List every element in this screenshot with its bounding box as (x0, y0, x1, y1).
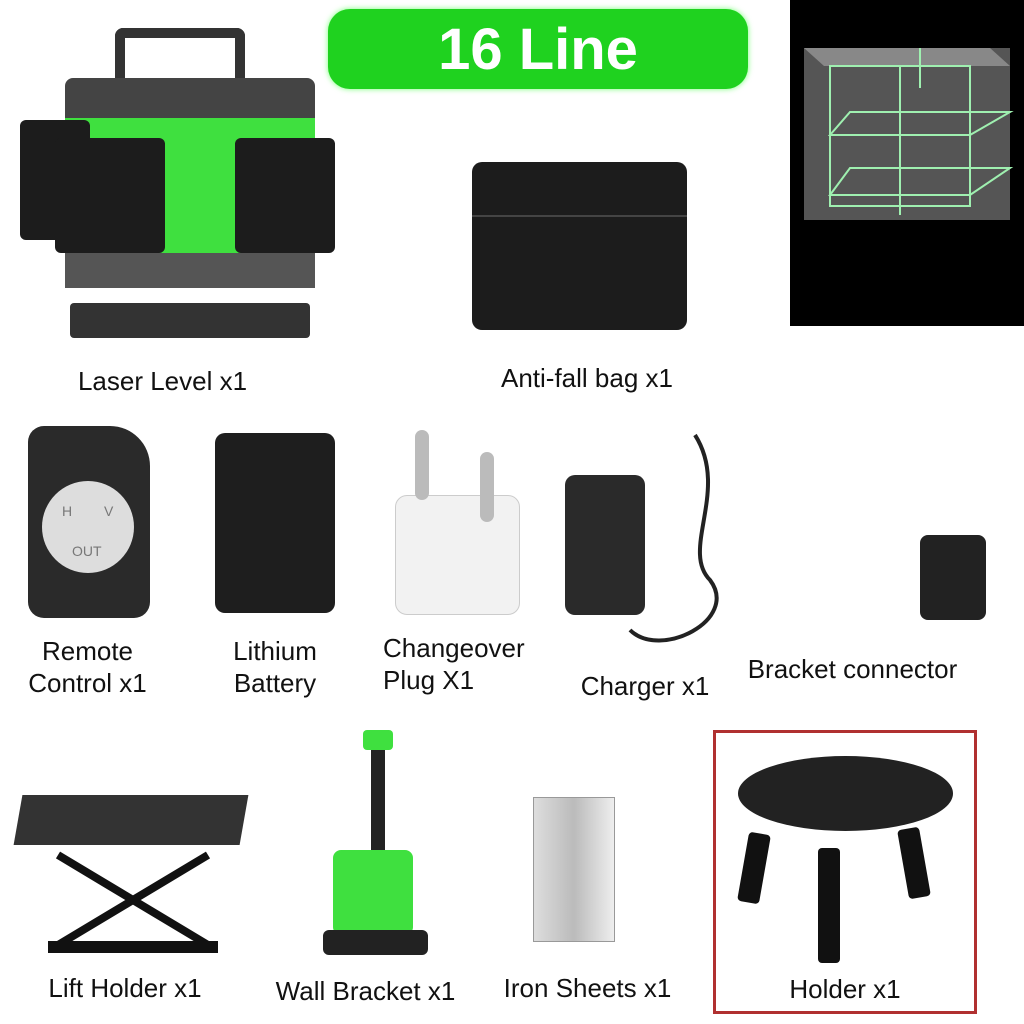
laser-level-image (20, 28, 340, 348)
holder-label: Holder x1 (789, 974, 901, 1004)
lithium-battery-image (215, 433, 335, 613)
holder-highlight-box (713, 730, 977, 1014)
bracket-connector-label: Bracket connector (747, 654, 958, 684)
laser-cube-illustration (790, 0, 1024, 326)
remote-v-button: V (104, 503, 114, 519)
anti-fall-bag-image (472, 162, 687, 330)
bracket-connector-image (920, 535, 986, 620)
charger-image (565, 475, 645, 615)
anti-fall-bag-label: Anti-fall bag x1 (501, 363, 673, 393)
title-banner: 16 Line (328, 9, 748, 89)
holder-image (728, 738, 963, 968)
lift-holder-image (13, 795, 249, 960)
changeover-plug-image (395, 495, 520, 615)
wall-bracket-label: Wall Bracket x1 (275, 976, 456, 1006)
laser-level-label: Laser Level x1 (77, 366, 248, 396)
lift-holder-label: Lift Holder x1 (48, 973, 202, 1003)
wall-bracket-image (318, 730, 448, 960)
charger-cable (628, 433, 719, 643)
charger-label: Charger x1 (580, 671, 710, 701)
remote-out-button: OUT (72, 543, 102, 559)
iron-sheets-label: Iron Sheets x1 (503, 973, 672, 1003)
remote-control-image: H V OUT (28, 426, 150, 618)
banner-title: 16 Line (438, 16, 638, 82)
remote-h-button: H (62, 503, 73, 519)
iron-sheets-image (533, 797, 615, 942)
